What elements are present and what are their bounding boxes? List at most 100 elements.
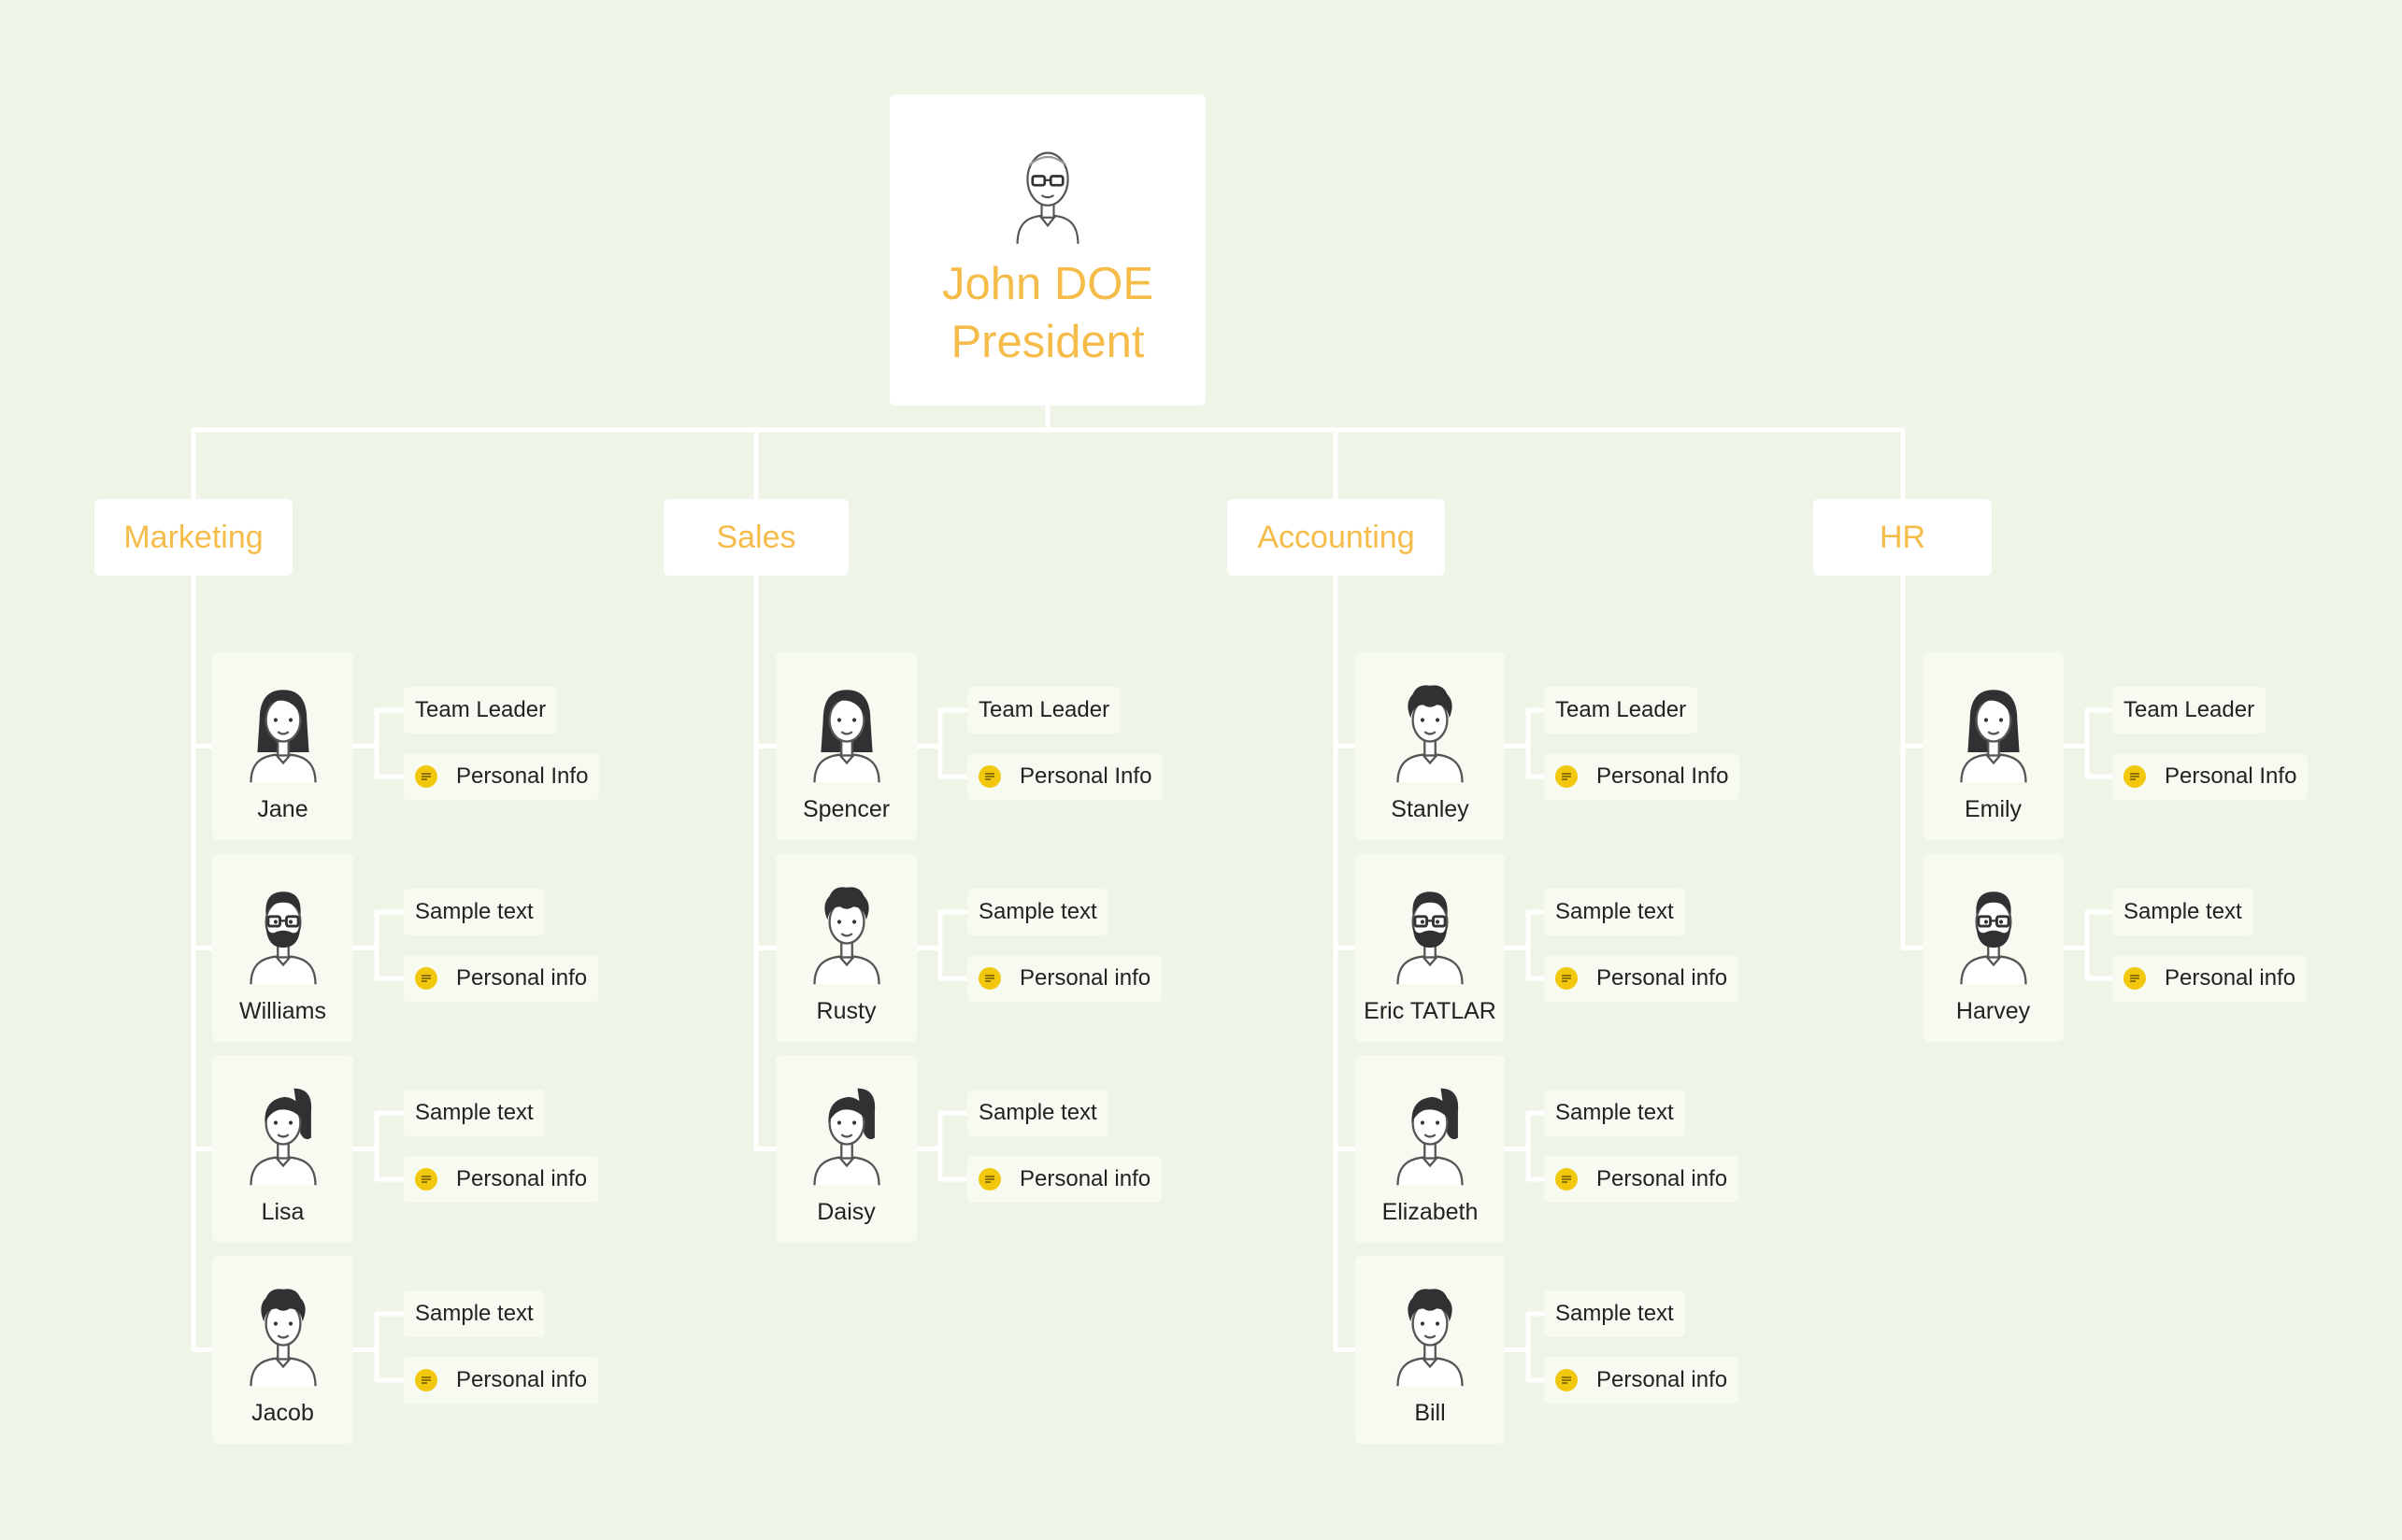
department-sales[interactable]: Sales xyxy=(664,499,849,576)
personal-info-tag[interactable]: Personal Info xyxy=(404,753,600,800)
employee-card[interactable]: Daisy xyxy=(776,1055,917,1243)
employee-role-tag[interactable]: Team Leader xyxy=(2112,687,2266,734)
employee-card[interactable]: Rusty xyxy=(776,854,917,1042)
personal-info-tag[interactable]: Personal info xyxy=(2112,955,2308,1002)
personal-info-label: Personal info xyxy=(1020,965,1151,991)
employee-card[interactable]: Harvey xyxy=(1923,854,2064,1042)
employee-name: Emily xyxy=(1964,796,2023,822)
employee-card[interactable]: Lisa xyxy=(212,1055,353,1243)
woman-ponytail-avatar-icon xyxy=(812,1088,880,1186)
personal-info-tag[interactable]: Personal Info xyxy=(2112,753,2309,800)
personal-info-label: Personal info xyxy=(456,965,588,991)
employee-role-tag[interactable]: Sample text xyxy=(404,1090,545,1136)
employee-name: Daisy xyxy=(817,1199,876,1225)
employee-role-tag[interactable]: Sample text xyxy=(404,889,545,935)
bearded-man-glasses-avatar-icon xyxy=(249,891,317,985)
employee-card[interactable]: Elizabeth xyxy=(1355,1055,1505,1243)
employee-role-tag[interactable]: Sample text xyxy=(2112,889,2253,935)
employee-card[interactable]: Bill xyxy=(1355,1256,1505,1444)
note-icon xyxy=(979,765,1001,788)
bald-man-glasses-avatar-icon xyxy=(1016,151,1079,244)
personal-info-label: Personal info xyxy=(456,1166,588,1191)
woman-long-hair-avatar-icon xyxy=(249,690,317,783)
employee-name: Spencer xyxy=(802,796,891,822)
personal-info-tag[interactable]: Personal info xyxy=(404,1357,599,1404)
employee-name: Williams xyxy=(238,998,327,1024)
employee-name: Stanley xyxy=(1391,796,1469,822)
personal-info-tag[interactable]: Personal Info xyxy=(967,753,1164,800)
employee-name: Jacob xyxy=(251,1400,314,1426)
employee-card[interactable]: Spencer xyxy=(776,652,917,840)
bearded-man-glasses-avatar-icon xyxy=(1959,891,2027,985)
employee-name: Jane xyxy=(257,796,308,822)
employee-role-tag[interactable]: Sample text xyxy=(1544,1290,1685,1337)
note-icon xyxy=(1555,967,1578,990)
personal-info-tag[interactable]: Personal info xyxy=(1544,1357,1739,1404)
employee-role-tag[interactable]: Team Leader xyxy=(404,687,558,734)
personal-info-tag[interactable]: Personal info xyxy=(404,1156,599,1203)
note-icon xyxy=(2123,765,2146,788)
employee-role-tag[interactable]: Sample text xyxy=(404,1290,545,1337)
man-curly-hair-avatar-icon xyxy=(249,1289,317,1387)
employee-role-tag[interactable]: Sample text xyxy=(967,1090,1108,1136)
note-icon xyxy=(1555,1168,1578,1191)
employee-name: Lisa xyxy=(261,1199,305,1225)
employee-role-tag[interactable]: Team Leader xyxy=(1544,687,1698,734)
employee-card[interactable]: Eric TATLAR xyxy=(1355,854,1505,1042)
personal-info-label: Personal info xyxy=(1596,1367,1728,1392)
personal-info-tag[interactable]: Personal info xyxy=(967,955,1163,1002)
bearded-man-glasses-avatar-icon xyxy=(1396,891,1464,985)
employee-name: Elizabeth xyxy=(1381,1199,1479,1225)
personal-info-label: Personal Info xyxy=(2165,763,2297,789)
employee-card[interactable]: Emily xyxy=(1923,652,2064,840)
president-card[interactable]: John DOE President xyxy=(890,94,1206,406)
note-icon xyxy=(979,1168,1001,1191)
employee-role-tag[interactable]: Sample text xyxy=(967,889,1108,935)
personal-info-label: Personal Info xyxy=(1596,763,1729,789)
president-title: President xyxy=(951,317,1145,367)
note-icon xyxy=(415,1369,437,1391)
note-icon xyxy=(1555,1369,1578,1391)
employee-role-tag[interactable]: Sample text xyxy=(1544,1090,1685,1136)
department-hr[interactable]: HR xyxy=(1813,499,1992,576)
woman-ponytail-avatar-icon xyxy=(1396,1088,1464,1186)
employee-card[interactable]: Jacob xyxy=(212,1256,353,1444)
woman-long-hair-avatar-icon xyxy=(1959,690,2027,783)
personal-info-tag[interactable]: Personal info xyxy=(967,1156,1163,1203)
note-icon xyxy=(415,1168,437,1191)
woman-long-hair-avatar-icon xyxy=(812,690,880,783)
man-curly-hair-avatar-icon xyxy=(1396,1289,1464,1387)
personal-info-label: Personal info xyxy=(1020,1166,1151,1191)
employee-card[interactable]: Jane xyxy=(212,652,353,840)
employee-name: Rusty xyxy=(816,998,877,1024)
employee-card[interactable]: Williams xyxy=(212,854,353,1042)
employee-name: Harvey xyxy=(1955,998,2031,1024)
department-marketing[interactable]: Marketing xyxy=(94,499,293,576)
personal-info-tag[interactable]: Personal info xyxy=(1544,955,1739,1002)
note-icon xyxy=(979,967,1001,990)
personal-info-tag[interactable]: Personal info xyxy=(1544,1156,1739,1203)
department-accounting[interactable]: Accounting xyxy=(1227,499,1445,576)
employee-role-tag[interactable]: Team Leader xyxy=(967,687,1122,734)
employee-role-tag[interactable]: Sample text xyxy=(1544,889,1685,935)
personal-info-tag[interactable]: Personal Info xyxy=(1544,753,1740,800)
personal-info-label: Personal Info xyxy=(456,763,589,789)
personal-info-label: Personal Info xyxy=(1020,763,1152,789)
employee-name: Eric TATLAR xyxy=(1364,998,1496,1024)
employee-name: Bill xyxy=(1414,1400,1446,1426)
man-curly-hair-avatar-icon xyxy=(1396,685,1464,783)
note-icon xyxy=(1555,765,1578,788)
employee-card[interactable]: Stanley xyxy=(1355,652,1505,840)
woman-ponytail-avatar-icon xyxy=(249,1088,317,1186)
personal-info-label: Personal info xyxy=(456,1367,588,1392)
note-icon xyxy=(415,765,437,788)
note-icon xyxy=(415,967,437,990)
personal-info-label: Personal info xyxy=(1596,965,1728,991)
personal-info-label: Personal info xyxy=(2165,965,2296,991)
president-name: John DOE xyxy=(941,259,1154,309)
note-icon xyxy=(2123,967,2146,990)
man-curly-hair-avatar-icon xyxy=(812,887,880,985)
personal-info-tag[interactable]: Personal info xyxy=(404,955,599,1002)
